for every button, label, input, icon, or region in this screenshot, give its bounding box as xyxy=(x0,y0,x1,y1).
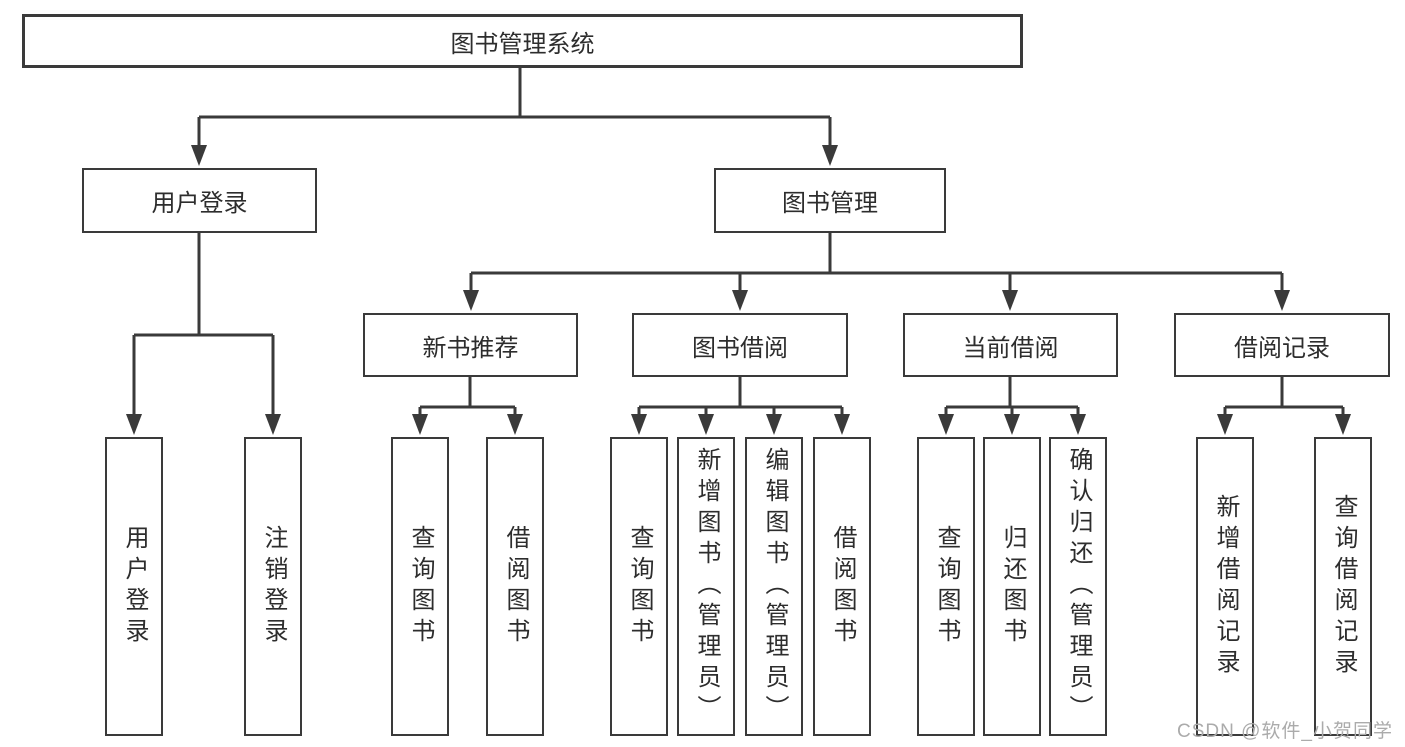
node-user-login: 用户登录 xyxy=(82,168,317,233)
leaf-user-login: 用户登录 xyxy=(105,437,163,736)
leaf-borrow-books-borrowing: 借阅图书 xyxy=(813,437,871,736)
arrowheads xyxy=(126,145,1351,435)
csdn-watermark: CSDN @软件_小贺同学 xyxy=(1177,721,1393,742)
leaf-query-books-recommend: 查询图书 xyxy=(391,437,449,736)
leaf-logout: 注销登录 xyxy=(244,437,302,736)
leaf-edit-books-admin: 编辑图书（管理员） xyxy=(745,437,803,736)
leaf-add-borrow-record: 新增借阅记录 xyxy=(1196,437,1254,736)
leaf-add-books-admin: 新增图书（管理员） xyxy=(677,437,735,736)
leaf-query-books-borrowing: 查询图书 xyxy=(610,437,668,736)
leaf-query-books-current: 查询图书 xyxy=(917,437,975,736)
node-new-book-recommendation: 新书推荐 xyxy=(363,313,578,377)
leaf-borrow-books-recommend: 借阅图书 xyxy=(486,437,544,736)
node-current-borrowing: 当前借阅 xyxy=(903,313,1118,377)
leaf-confirm-return-admin: 确认归还（管理员） xyxy=(1049,437,1107,736)
node-borrowing-records: 借阅记录 xyxy=(1174,313,1390,377)
node-book-management: 图书管理 xyxy=(714,168,946,233)
leaf-query-borrow-record: 查询借阅记录 xyxy=(1314,437,1372,736)
node-library-management-system: 图书管理系统 xyxy=(22,14,1023,68)
leaf-return-books: 归还图书 xyxy=(983,437,1041,736)
node-book-borrowing: 图书借阅 xyxy=(632,313,848,377)
